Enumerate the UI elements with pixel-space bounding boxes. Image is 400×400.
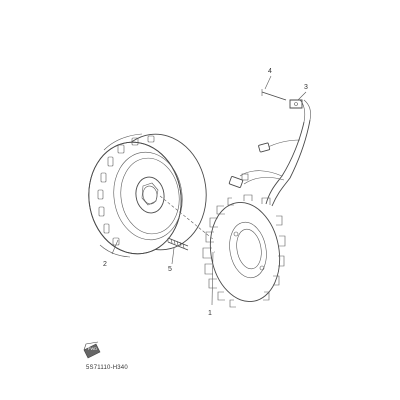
flywheel-rotor xyxy=(88,133,207,258)
wire-harness xyxy=(228,89,311,207)
callout-1: 1 xyxy=(208,310,212,317)
callout-2: 2 xyxy=(103,261,107,268)
stator-coil xyxy=(202,194,286,308)
fwd-label: FWD xyxy=(88,346,98,351)
front-direction-marker xyxy=(83,341,101,359)
callout-5: 5 xyxy=(168,266,172,273)
callout-4: 4 xyxy=(268,68,272,75)
diagram-code: 5S71110-H340 xyxy=(86,365,128,371)
stator-bolt xyxy=(167,237,189,251)
callout-3: 3 xyxy=(304,84,308,91)
leader-lines xyxy=(111,75,307,306)
